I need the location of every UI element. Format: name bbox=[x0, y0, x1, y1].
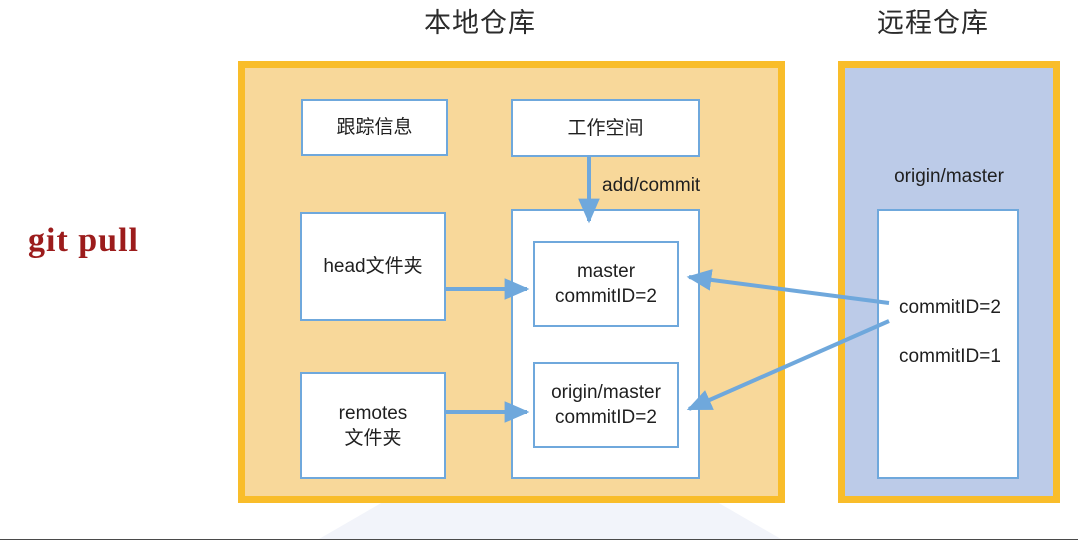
remote-commit-item: commitID=2 bbox=[899, 297, 1001, 318]
node-head-folder: head文件夹 bbox=[300, 212, 446, 321]
watermark-shape bbox=[300, 500, 800, 540]
remote-repository-title: 远程仓库 bbox=[877, 8, 989, 38]
node-workspace: 工作空间 bbox=[511, 99, 700, 157]
node-local-origin-master: origin/master commitID=2 bbox=[533, 362, 679, 448]
node-master-branch: master commitID=2 bbox=[533, 241, 679, 327]
node-remotes-folder: remotes 文件夹 bbox=[300, 372, 446, 479]
remote-commit-item: commitID=1 bbox=[899, 346, 1001, 367]
remote-branch-label: origin/master bbox=[894, 166, 1004, 187]
edge-label-add-commit: add/commit bbox=[602, 175, 701, 196]
watermark bbox=[0, 500, 1078, 540]
node-tracking-info: 跟踪信息 bbox=[301, 99, 448, 156]
node-remote-commit-list: commitID=2 commitID=1 bbox=[877, 209, 1019, 479]
local-repository-title: 本地仓库 bbox=[424, 8, 536, 38]
git-command-label: git pull bbox=[28, 222, 139, 259]
